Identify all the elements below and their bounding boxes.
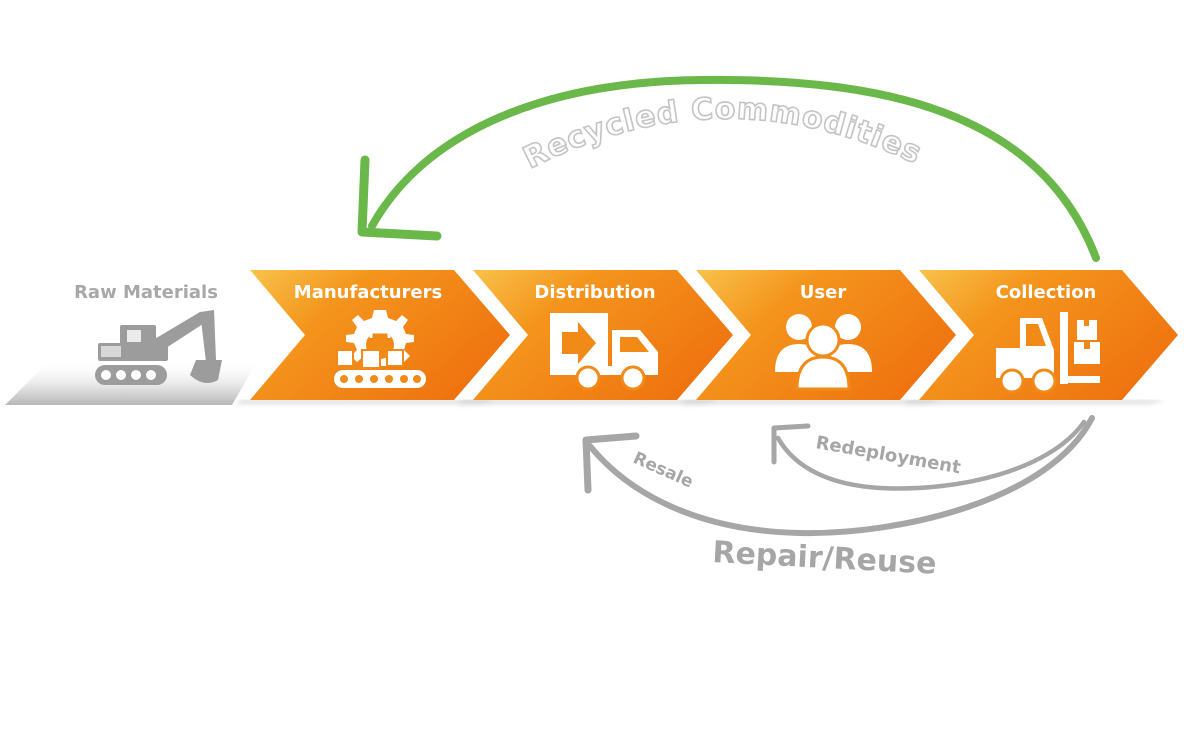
stage-label-collection: Collection: [996, 282, 1097, 303]
excavator-icon: [95, 310, 222, 385]
repair-reuse-arc: [587, 415, 1095, 537]
stage-label-distribution: Distribution: [534, 282, 655, 303]
users-group-icon: [775, 314, 872, 391]
recycled-commodities-arrow: Recycled Commodities: [357, 75, 1100, 262]
resale-label: Resale: [630, 448, 696, 492]
stage-label-user: User: [800, 282, 847, 303]
chevron-collection: [919, 270, 1178, 400]
repair-reuse-label: Repair/Reuse: [712, 535, 938, 582]
stage-labels: Raw Materials Manufacturers Distribution…: [74, 282, 1096, 303]
stage-label-manufacturers: Manufacturers: [294, 282, 442, 303]
redeployment-arc: [775, 419, 1087, 491]
reverse-loop-arrows: Redeployment Resale Repair/Reuse: [582, 415, 1095, 582]
forklift-icon: [996, 312, 1100, 394]
stage-label-raw-materials: Raw Materials: [74, 282, 218, 303]
delivery-truck-icon: [550, 313, 658, 391]
redeployment-label: Redeployment: [814, 432, 963, 478]
factory-conveyor-icon: [334, 310, 426, 388]
chevron-shadows: [230, 400, 1164, 408]
recycled-commodities-label: Recycled Commodities: [518, 92, 927, 177]
